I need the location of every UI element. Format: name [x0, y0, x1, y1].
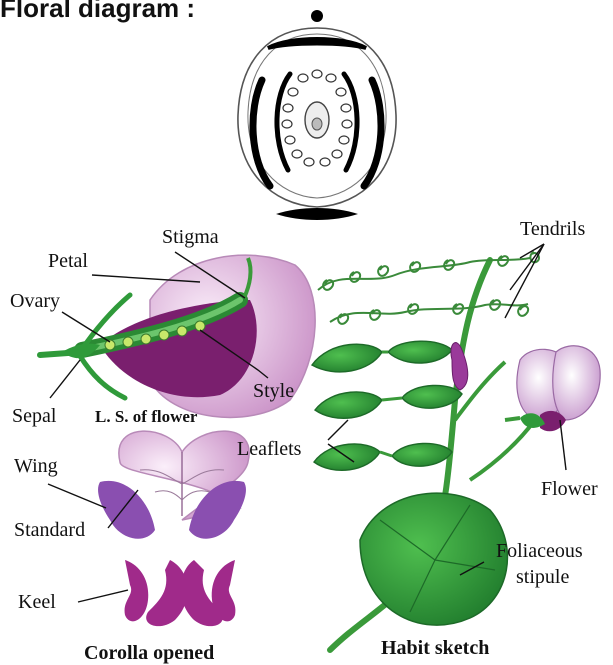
label-style: Style — [253, 380, 294, 402]
right-wing-mark — [364, 80, 381, 186]
left-wing-petal — [98, 481, 155, 539]
label-ovary: Ovary — [10, 290, 60, 312]
label-sepal: Sepal — [12, 405, 56, 427]
mother-axis-dot — [311, 10, 323, 22]
flower-bud — [451, 343, 468, 390]
leaflets — [312, 341, 462, 470]
label-petal: Petal — [48, 250, 88, 272]
label-stipule: stipule — [516, 566, 569, 588]
label-stigma: Stigma — [162, 226, 219, 248]
tendrils — [318, 252, 539, 324]
right-wing-petal — [189, 481, 246, 539]
label-tendrils: Tendrils — [520, 218, 585, 240]
caption-corolla-opened: Corolla opened — [84, 642, 214, 664]
corolla-parts-illustration — [98, 431, 249, 626]
standard-petal-mark — [268, 39, 366, 48]
bract-mark — [276, 208, 358, 220]
label-flower: Flower — [541, 478, 598, 500]
caption-ls-flower: L. S. of flower — [95, 406, 197, 428]
caption-habit-sketch: Habit sketch — [381, 637, 489, 659]
ovule — [312, 118, 322, 130]
page-title: Floral diagram : — [0, 0, 195, 22]
label-standard: Standard — [14, 519, 85, 541]
pedicel — [40, 352, 82, 355]
flower-shape — [517, 346, 600, 432]
floral-diagram — [238, 10, 396, 220]
label-wing: Wing — [14, 455, 58, 477]
left-wing-mark — [253, 80, 270, 186]
pea-plant-illustration — [312, 252, 600, 650]
label-leaflets: Leaflets — [237, 438, 301, 460]
label-foliaceous: Foliaceous — [496, 540, 583, 562]
label-keel: Keel — [18, 591, 56, 613]
